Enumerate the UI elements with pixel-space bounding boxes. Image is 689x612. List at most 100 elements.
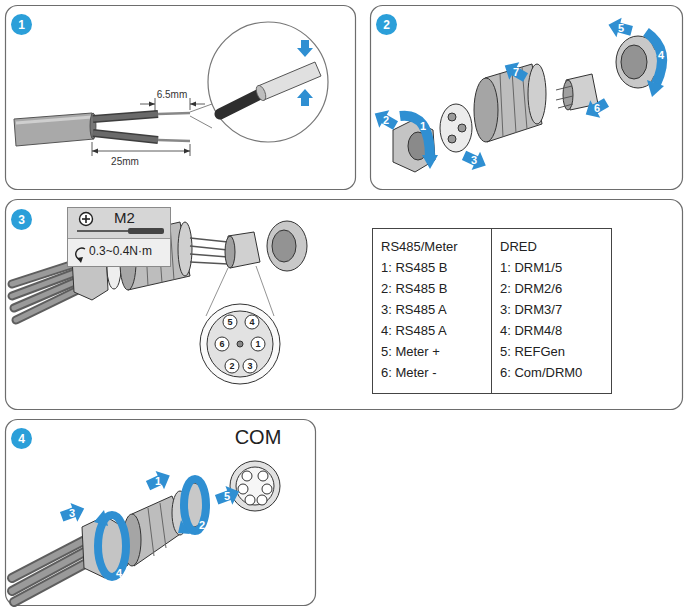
pin-number: 1: [255, 339, 260, 349]
final-assembly-part-part: [262, 484, 272, 494]
assembly-wiring-part-part: [251, 337, 265, 351]
exploded-connector-part: [528, 64, 546, 124]
stripped-cable-part: [93, 133, 158, 140]
step-number: 2: [383, 18, 390, 32]
final-assembly: [12, 461, 280, 602]
assembly-wiring-part-part: [190, 254, 228, 257]
panel-frames-part: [6, 420, 316, 606]
exploded-connector-part: [448, 135, 456, 143]
exploded-connector: [393, 36, 660, 172]
dimension-lines-part: [149, 102, 155, 107]
final-assembly-part: [160, 503, 166, 548]
tool-spec-box: M2 0.3~0.4N·m: [67, 207, 171, 267]
final-assembly-part-part: [257, 495, 267, 505]
blue-arrows-part: [500, 57, 531, 86]
pin-number: 6: [219, 339, 224, 349]
exploded-connector-part: [474, 78, 498, 142]
dimension-lines: [92, 98, 205, 156]
step-number: 4: [18, 432, 25, 446]
assembly-wiring-part: [225, 236, 235, 268]
dimension-lines-part: [92, 149, 98, 154]
table-cell: 5: Meter +: [381, 341, 491, 362]
exploded-connector-part: [621, 45, 647, 79]
callout-number: 3: [69, 507, 75, 519]
assembly-wiring-part: [200, 304, 280, 384]
blue-arrows-part: [647, 80, 664, 97]
dimension-label: 25mm: [111, 156, 139, 167]
callout-number: 6: [594, 102, 600, 114]
table-cell: 6: Com/DRM0: [500, 362, 611, 383]
exploded-connector-part: [556, 96, 573, 100]
stripped-cable: [14, 113, 190, 146]
table-cell: 1: RS485 B: [381, 257, 491, 278]
panel-frames: [6, 6, 683, 606]
exploded-connector-part: [558, 104, 573, 108]
table-cell: 4: RS485 A: [381, 320, 491, 341]
magnifier-part: [208, 22, 328, 142]
tool-symbols-part: [77, 257, 83, 263]
assembly-wiring-part-part: [223, 315, 237, 329]
dimension-lines-part: [92, 151, 190, 152]
final-assembly-part: [12, 540, 92, 602]
panel-frames-part: [6, 6, 356, 190]
assembly-wiring-part: [190, 238, 228, 264]
step-badge: 1: [11, 14, 32, 35]
stripped-cable-part: [158, 113, 190, 114]
table-cell: 3: DRM3/7: [500, 299, 611, 320]
final-assembly-part-part: [258, 471, 268, 481]
final-assembly-part-part: [14, 560, 92, 602]
blue-arrows-part: [400, 116, 430, 158]
table-cell: 3: RS485 A: [381, 299, 491, 320]
exploded-connector-part: [500, 74, 503, 137]
panel-frames-part: [371, 6, 683, 190]
exploded-connector-part: [556, 86, 572, 90]
exploded-connector-part: [448, 113, 456, 121]
table-header: RS485/Meter: [381, 236, 491, 257]
final-assembly-part-part: [245, 495, 255, 505]
stripped-cable-part: [158, 140, 190, 141]
pin-number: 4: [249, 317, 254, 327]
blue-arrows-part: [370, 105, 401, 134]
pin-number: 5: [227, 317, 232, 327]
stripped-cable-part: [93, 133, 158, 140]
magnifier-part: [190, 104, 212, 112]
stripped-cable-part: [14, 113, 94, 146]
dimension-lines-part: [155, 98, 156, 111]
panel-frames-part: [6, 200, 683, 410]
blue-arrows-part: [178, 520, 190, 534]
blue-arrows-part: [144, 466, 174, 494]
tool-symbols-part: [85, 215, 87, 223]
torque-value: 0.3~0.4N·m: [89, 244, 152, 258]
final-assembly-part: [148, 508, 154, 556]
pin-table: RS485/Meter1: RS485 B2: RS485 B3: RS485 …: [372, 228, 612, 394]
callout-number: 5: [224, 490, 230, 502]
assembly-wiring-part-part: [215, 337, 229, 351]
exploded-connector-part: [512, 70, 516, 133]
blue-arrows-part: [184, 479, 206, 531]
final-assembly-part: [12, 540, 92, 602]
table-header: DRED: [500, 236, 611, 257]
final-assembly-part: [82, 516, 128, 578]
table-cell: 1: DRM1/5: [500, 257, 611, 278]
assembly-wiring-part-part: [245, 315, 259, 329]
stripped-cable-part: [16, 117, 92, 123]
table-cell: 4: DRM4/8: [500, 320, 611, 341]
tool-symbols-part: [77, 230, 130, 232]
stripped-cable-part: [93, 114, 158, 119]
callout-number: 3: [471, 154, 477, 166]
dimension-lines-part: [92, 142, 93, 156]
exploded-connector-part: [440, 104, 472, 152]
final-assembly-part: [230, 461, 280, 511]
blue-arrows-part: [606, 15, 634, 41]
magnifier-part: [190, 116, 212, 128]
tool-symbols-part: [80, 213, 93, 226]
assembly-wiring-part: [237, 341, 243, 347]
assembly-wiring-part-part: [190, 246, 228, 250]
assembly-wiring-part: [272, 230, 296, 262]
assembly-wiring-part: [207, 311, 273, 377]
final-assembly-part-part: [238, 484, 248, 494]
table-cell: 6: Meter -: [381, 362, 491, 383]
magnifier-part: [254, 84, 267, 102]
screw-size: M2: [114, 209, 135, 226]
table-column: DRED1: DRM1/52: DRM2/63: DRM3/74: DRM4/8…: [491, 229, 611, 393]
